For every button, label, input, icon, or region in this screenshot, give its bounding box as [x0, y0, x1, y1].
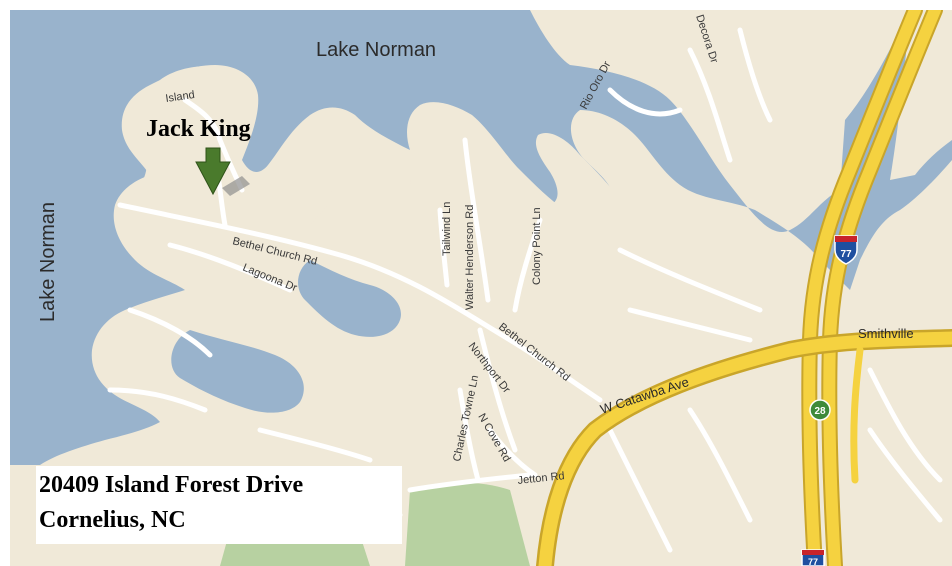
place-label-smithville: Smithville: [858, 326, 914, 341]
owner-label: Jack King: [146, 116, 251, 142]
address-line-1: 20409 Island Forest Drive: [39, 472, 304, 498]
water-label-lake-norman: Lake Norman: [316, 39, 436, 61]
park-area: [405, 482, 530, 566]
local-streets: [47, 27, 952, 553]
peninsula-decora: [530, 10, 860, 207]
i77-shield-south: 77: [801, 549, 825, 566]
peninsula-east: [890, 10, 952, 180]
lake-inlet: [298, 260, 401, 337]
water-label-lake-norman-west: Lake Norman: [37, 202, 59, 322]
i77-shield-north: 77: [834, 235, 858, 265]
street-label: Island: [165, 89, 196, 105]
shield-number: 77: [808, 557, 818, 566]
route-28-shield: 28: [809, 399, 831, 421]
lake-water: [10, 10, 952, 465]
street-label: Colony Point Ln: [531, 207, 543, 285]
shield-number: 77: [840, 249, 852, 260]
street-label: Walter Henderson Rd: [464, 205, 476, 310]
street-label: Tailwind Ln: [441, 202, 453, 256]
street-label: Jetton Rd: [517, 470, 565, 487]
address-box: 20409 Island Forest Drive Cornelius, NC: [36, 466, 402, 544]
address-line-2: Cornelius, NC: [39, 507, 186, 533]
shield-number: 28: [814, 406, 826, 417]
green-pin-icon[interactable]: [195, 147, 250, 196]
highway-roads: [536, 10, 952, 566]
